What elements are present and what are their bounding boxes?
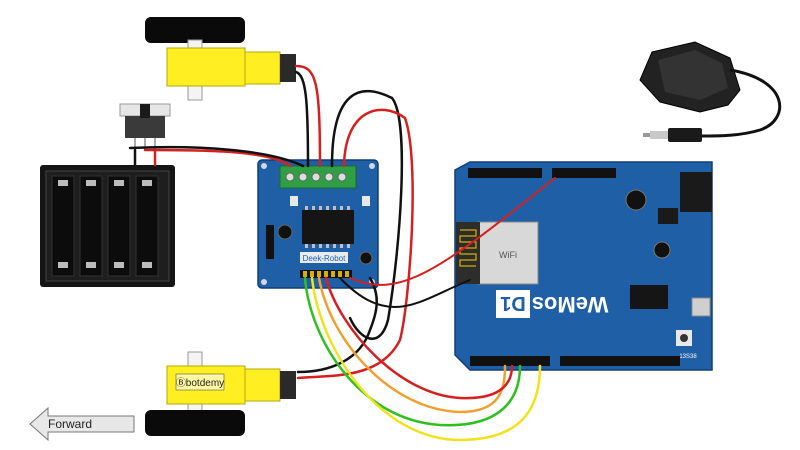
battery-holder: [40, 165, 175, 287]
top-wheel: [145, 17, 245, 43]
controller-model: D1: [500, 292, 526, 314]
top-motor-gearbox: [244, 51, 281, 85]
top-motor-body: [166, 47, 246, 87]
bottom-motor-can: [280, 371, 296, 399]
wires: [128, 64, 556, 442]
motor-driver-board: Deek-Robot: [257, 159, 379, 289]
bottom-motor: Ⓑbotdemy: [145, 351, 296, 436]
top-motor: [145, 17, 296, 101]
bottom-wheel: [145, 410, 245, 436]
wifi-module: [477, 221, 539, 285]
barrel-jack-icon: [639, 41, 782, 142]
controller-brand: WeMos: [532, 292, 609, 317]
driver-board-label: Deek-Robot: [303, 254, 346, 263]
board-code: 13S38: [679, 354, 697, 360]
wifi-module-label: WiFi: [499, 250, 517, 260]
power-switch: [119, 103, 171, 150]
direction-arrow: Forward: [29, 406, 135, 442]
arrow-left-icon: [29, 406, 135, 442]
bottom-motor-gearbox: [244, 368, 281, 402]
micro-usb-icon: [691, 297, 711, 317]
brand-tag-box: [175, 373, 225, 391]
top-motor-can: [280, 54, 296, 82]
brand-tag: Ⓑbotdemy: [176, 377, 224, 389]
direction-label: Forward: [48, 417, 92, 431]
wemos-d1-board: WiFi WeMos D1 13S38: [454, 161, 713, 371]
driver-chip: [302, 210, 354, 244]
